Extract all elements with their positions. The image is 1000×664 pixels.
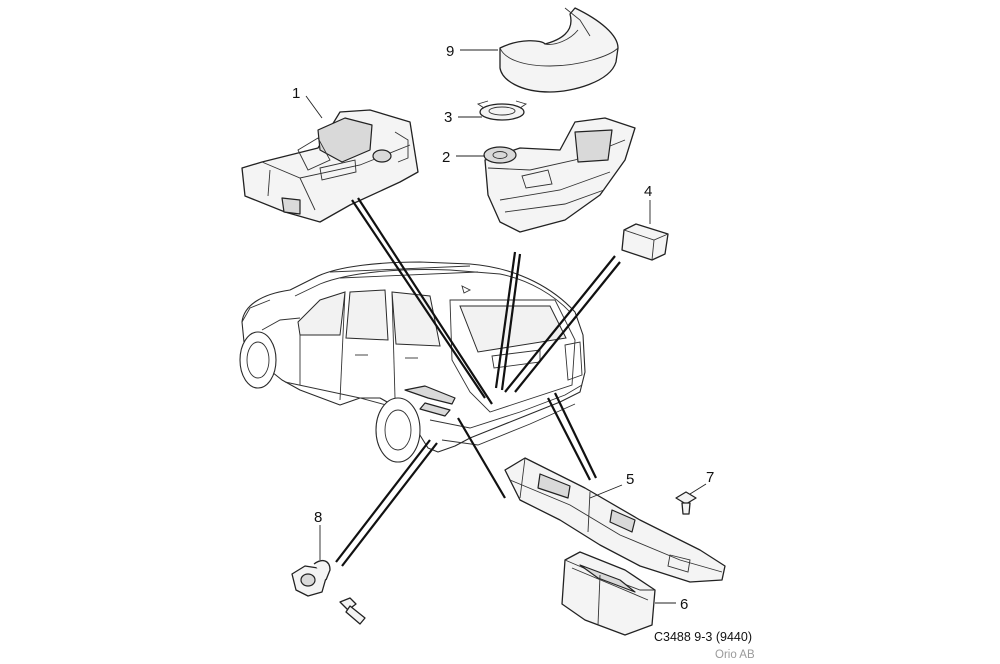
callout-3: 3 bbox=[444, 109, 452, 126]
part-8-bolt bbox=[339, 597, 366, 625]
part-1-cargo-tray-insert bbox=[241, 109, 419, 223]
part-2-spare-wheel-holder bbox=[483, 117, 636, 233]
part-5-side-rail bbox=[504, 457, 726, 583]
organization-label: Orio AB bbox=[715, 649, 755, 661]
part-6-storage-tray bbox=[561, 551, 656, 636]
part-3-retaining-ring bbox=[476, 100, 528, 121]
part-4-storage-block bbox=[621, 223, 669, 261]
part-9-foam-cover bbox=[499, 7, 619, 93]
part-7-clip-fastener bbox=[675, 491, 697, 515]
callout-9: 9 bbox=[446, 43, 454, 60]
callout-6: 6 bbox=[680, 596, 688, 613]
callout-leaders bbox=[305, 49, 707, 604]
reference-code-label: C3488 9-3 (9440) bbox=[654, 630, 752, 644]
callout-5: 5 bbox=[626, 471, 634, 488]
callout-7: 7 bbox=[706, 469, 714, 486]
assembly-lead-lines bbox=[335, 197, 621, 567]
callout-1: 1 bbox=[292, 85, 300, 102]
callout-2: 2 bbox=[442, 149, 450, 166]
part-8-lashing-eye bbox=[291, 559, 331, 597]
callout-4: 4 bbox=[644, 183, 652, 200]
callout-8: 8 bbox=[314, 509, 322, 526]
